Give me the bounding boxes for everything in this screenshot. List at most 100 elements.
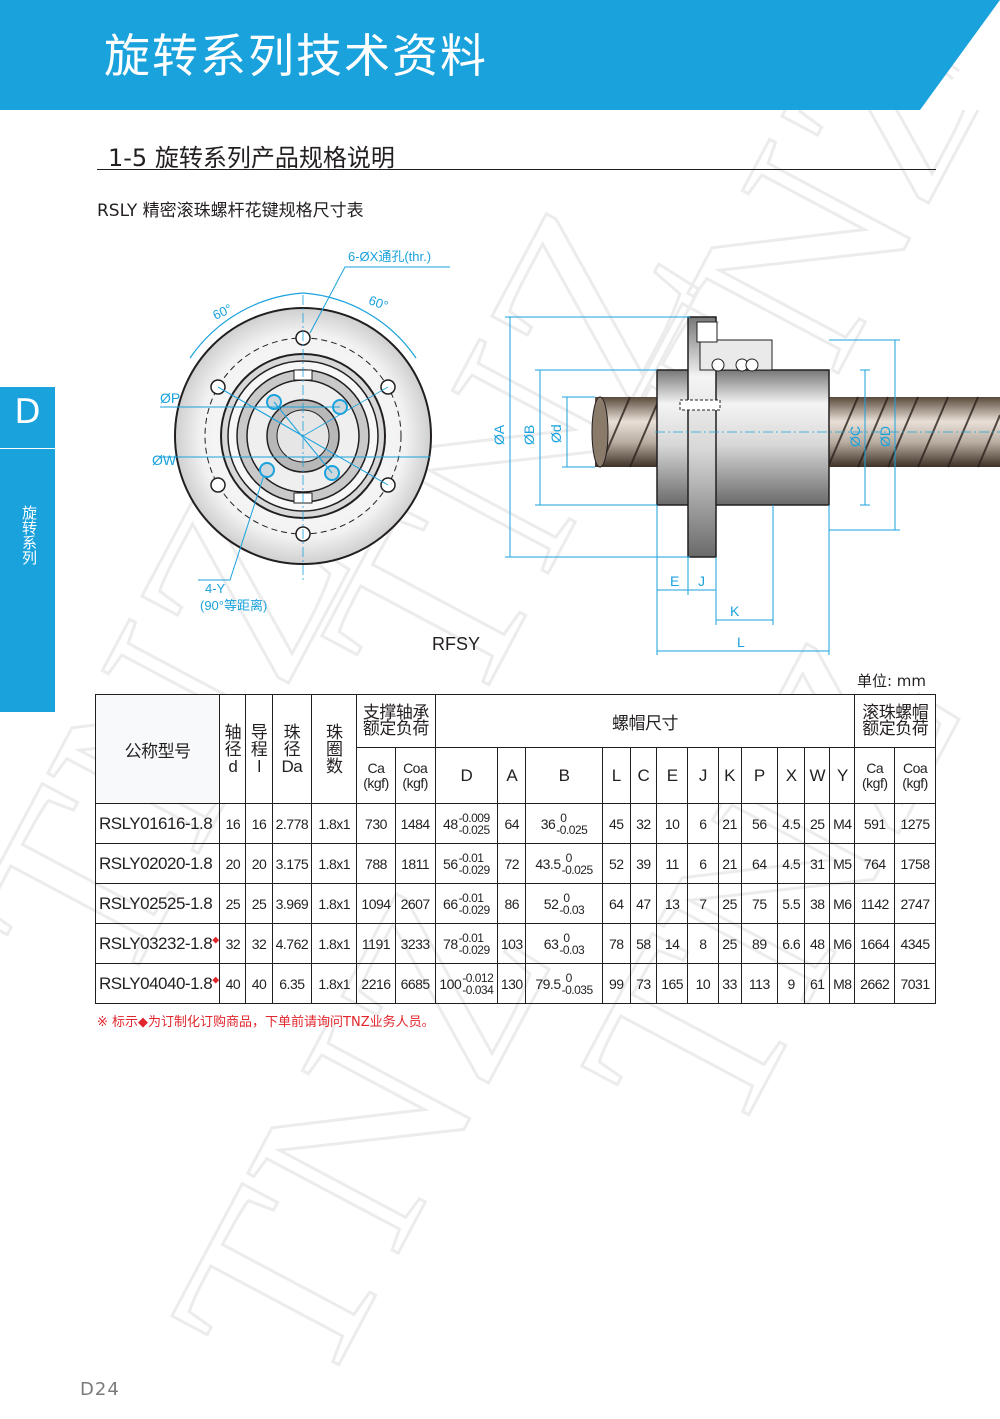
cell-coa2: 4345 [894,923,936,964]
dim-b-label: ØB [521,425,537,445]
cell-E: 165 [655,963,689,1004]
table-row: RSLY01616-1.8 16 16 2.778 1.8x1 730 1484… [94,803,936,844]
cell-model: RSLY02525-1.8 [94,883,221,924]
header-col-e: E [655,747,689,804]
section-title: 1-5 旋转系列产品规格说明 [108,144,395,172]
cell-d: 20 [219,843,247,884]
cell-Y: M8 [829,963,856,1004]
cell-E: 10 [655,803,689,844]
cell-W: 31 [804,843,831,884]
cell-da: 3.175 [271,843,313,884]
table-row: RSLY02525-1.8 25 25 3.969 1.8x1 1094 260… [94,883,936,924]
dim-j-label: J [698,573,705,589]
cell-coa2: 7031 [894,963,936,1004]
header-band: 旋转系列技术资料 [0,0,1000,110]
cell-lead: 20 [245,843,273,884]
header-ca: Ca(kgf) [356,747,396,804]
cell-coa: 2607 [394,883,436,924]
cell-model: RSLY04040-1.8◆ [94,963,221,1004]
cell-model: RSLY03232-1.8◆ [94,923,221,964]
dim-d-label: ØD [877,426,893,447]
cell-J: 6 [687,803,719,844]
footnote: ※ 标示◆为订制化订购商品，下单前请询问TNZ业务人员。 [97,1015,435,1030]
cell-ca2: 1664 [854,923,896,964]
cell-W: 48 [804,923,831,964]
angle-label-right: 60° [367,292,391,313]
cell-A: 130 [497,963,527,1004]
header-coa: Coa(kgf) [394,747,436,804]
cell-A: 86 [497,883,527,924]
cell-C: 73 [629,963,657,1004]
cell-Y: M5 [829,843,856,884]
side-tab [0,387,55,712]
cell-ca: 1191 [356,923,396,964]
cell-ca2: 1142 [854,883,896,924]
cell-K: 33 [717,963,742,1004]
cell-coa2: 1758 [894,843,936,884]
cell-lead: 16 [245,803,273,844]
cell-D: 66-0.01-0.029 [434,883,499,924]
cell-L: 78 [601,923,631,964]
dim-k-label: K [730,603,740,619]
cell-K: 25 [717,923,742,964]
cell-ca2: 764 [854,843,896,884]
cell-lead: 32 [245,923,273,964]
cell-X: 5.5 [777,883,806,924]
dim-c-label: ØC [847,426,863,447]
table-row: RSLY03232-1.8◆ 32 32 4.762 1.8x1 1191 32… [94,923,936,964]
table-row: RSLY02020-1.8 20 20 3.175 1.8x1 788 1811… [94,843,936,884]
cell-D: 100-0.012-0.034 [434,963,499,1004]
header-col-k: K [717,747,742,804]
header-nut-dimensions: 螺帽尺寸 [434,694,856,748]
cell-W: 25 [804,803,831,844]
cell-K: 25 [717,883,742,924]
cell-coa2: 2747 [894,883,936,924]
dim-e-label: E [670,573,679,589]
cell-D: 48-0.009-0.025 [434,803,499,844]
cell-L: 45 [601,803,631,844]
header-coa2: Coa(kgf) [894,747,936,804]
header-col-l: L [601,747,631,804]
cell-A: 64 [497,803,527,844]
header-col-c: C [629,747,657,804]
page-number: D24 [80,1379,120,1400]
cell-ca: 2216 [356,963,396,1004]
cell-coa: 6685 [394,963,436,1004]
header-turns: 珠圈数 [311,694,358,804]
cell-P: 75 [740,883,779,924]
cell-da: 4.762 [271,923,313,964]
cell-Y: M4 [829,803,856,844]
cell-L: 99 [601,963,631,1004]
cell-coa: 1484 [394,803,436,844]
y-holes-note: (90°等距离) [200,598,267,613]
side-tab-divider [0,448,55,449]
cell-P: 89 [740,923,779,964]
header-ca2: Ca(kgf) [854,747,896,804]
header-title: 旋转系列技术资料 [104,29,488,83]
cell-X: 6.6 [777,923,806,964]
cell-P: 56 [740,803,779,844]
cell-K: 21 [717,843,742,884]
header-model: 公称型号 [94,694,221,804]
cell-X: 9 [777,963,806,1004]
cell-coa: 3233 [394,923,436,964]
cell-da: 3.969 [271,883,313,924]
cell-C: 47 [629,883,657,924]
cell-A: 72 [497,843,527,884]
cell-J: 7 [687,883,719,924]
header-ballnut-load: 滚珠螺帽额定负荷 [854,694,936,748]
cell-C: 39 [629,843,657,884]
cell-Y: M6 [829,923,856,964]
section-divider [97,169,936,170]
header-col-x: X [777,747,806,804]
side-view [505,316,1000,655]
angle-label-left: 60° [210,301,234,323]
cell-d: 25 [219,883,247,924]
cell-coa2: 1275 [894,803,936,844]
table-row: RSLY04040-1.8◆ 40 40 6.35 1.8x1 2216 668… [94,963,936,1004]
